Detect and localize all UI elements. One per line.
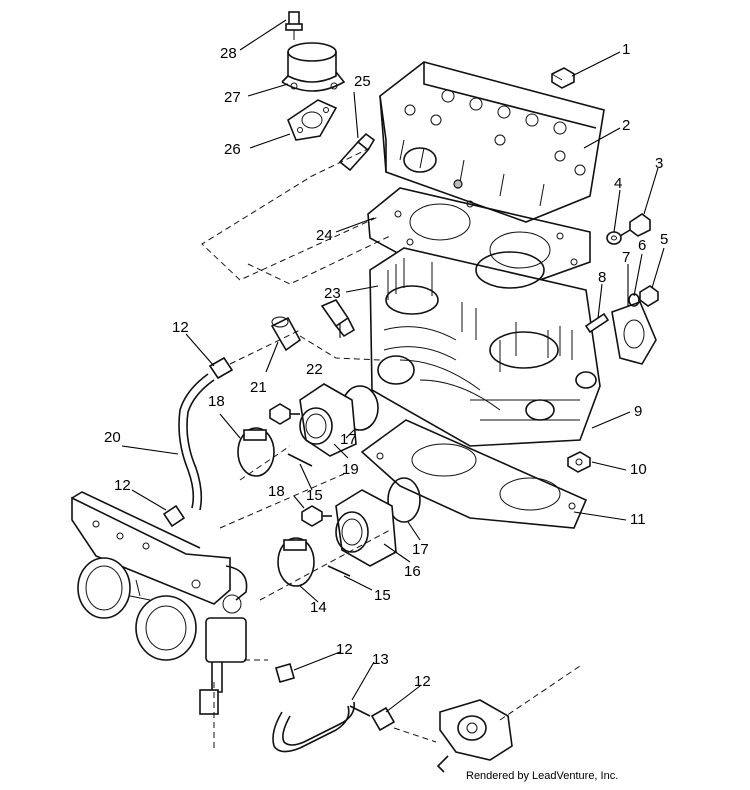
part-7-exhaust-gasket: [611, 300, 657, 365]
callout-3: 3: [655, 155, 663, 172]
callout-24: 24: [316, 227, 333, 244]
part-21-plug: [270, 316, 302, 352]
part-26-gasket: [287, 99, 338, 141]
part-25-sensor: [338, 132, 376, 172]
callout-21: 21: [250, 379, 267, 396]
callout-23: 23: [324, 285, 341, 302]
callout-14: 14: [310, 599, 327, 616]
callout-25: 25: [354, 73, 371, 90]
part-18-bolt-lower: [301, 505, 332, 527]
part-22-sender: [320, 299, 356, 338]
throttle-body-assembly: [71, 491, 248, 715]
callout-7: 7: [622, 249, 630, 266]
callout-15-upper: 15: [306, 487, 323, 504]
part-3-bolt: [619, 213, 651, 237]
callout-2: 2: [622, 117, 630, 134]
water-pump: [436, 699, 513, 773]
callout-22: 22: [306, 361, 323, 378]
callout-17-upper: 17: [340, 431, 357, 448]
callout-28: 28: [220, 45, 237, 62]
part-12-fitting-right: [370, 706, 396, 732]
callout-5: 5: [660, 231, 668, 248]
callout-1: 1: [622, 41, 630, 58]
part-15-screw-lower: [327, 565, 351, 577]
part-28-bolt: [285, 11, 303, 40]
callout-18-lower: 18: [268, 483, 285, 500]
part-17-o-ring-lower: [387, 477, 421, 523]
callout-8: 8: [598, 269, 606, 286]
callout-12-right: 12: [414, 673, 431, 690]
part-16-intake-boot: [335, 489, 397, 567]
part-13-hose: [272, 701, 371, 753]
part-4-washer: [606, 231, 622, 245]
part-23-cylinder-block: [369, 247, 601, 447]
callout-27: 27: [224, 89, 241, 106]
callout-12-top: 12: [172, 319, 189, 336]
callout-4: 4: [614, 175, 622, 192]
callout-12-left: 12: [114, 477, 131, 494]
callout-11: 11: [630, 511, 646, 528]
part-12-fitting-left: [162, 504, 186, 528]
part-20-hose: [178, 373, 215, 511]
callout-leader-lines: [121, 19, 665, 713]
part-14-clamp-lower: [277, 537, 315, 587]
callout-18-upper: 18: [208, 393, 225, 410]
part-2-cylinder-head: [379, 61, 605, 223]
callout-12-mid: 12: [336, 641, 353, 658]
part-19-intake-boot: [299, 383, 357, 457]
callout-labels: 1 2 3 4 5 6 7 8 9 10 11 12 12 12 12 13 1…: [104, 41, 668, 690]
part-14-clamp-upper: [237, 427, 275, 477]
credit-text: Rendered by LeadVenture, Inc.: [466, 770, 619, 782]
callout-13: 13: [372, 651, 389, 668]
part-15-screw-upper: [287, 453, 313, 467]
part-27-housing-cap: [281, 42, 346, 92]
part-12-fitting-mid: [275, 663, 295, 683]
assembly-dashed-lines: [201, 147, 581, 750]
callout-16: 16: [404, 563, 421, 580]
callout-17-lower: 17: [412, 541, 429, 558]
callout-26: 26: [224, 141, 241, 158]
part-18-bolt-upper: [269, 403, 300, 425]
callout-9: 9: [634, 403, 642, 420]
callout-19: 19: [342, 461, 359, 478]
part-1-nut: [551, 67, 575, 89]
callout-20: 20: [104, 429, 121, 446]
callout-6: 6: [638, 237, 646, 254]
part-11-base-gasket: [360, 419, 588, 529]
callout-10: 10: [630, 461, 647, 478]
part-10-nut: [567, 451, 591, 473]
part-5-nut: [639, 285, 659, 307]
part-12-fitting-top: [208, 356, 234, 380]
callout-15-lower: 15: [374, 587, 391, 604]
